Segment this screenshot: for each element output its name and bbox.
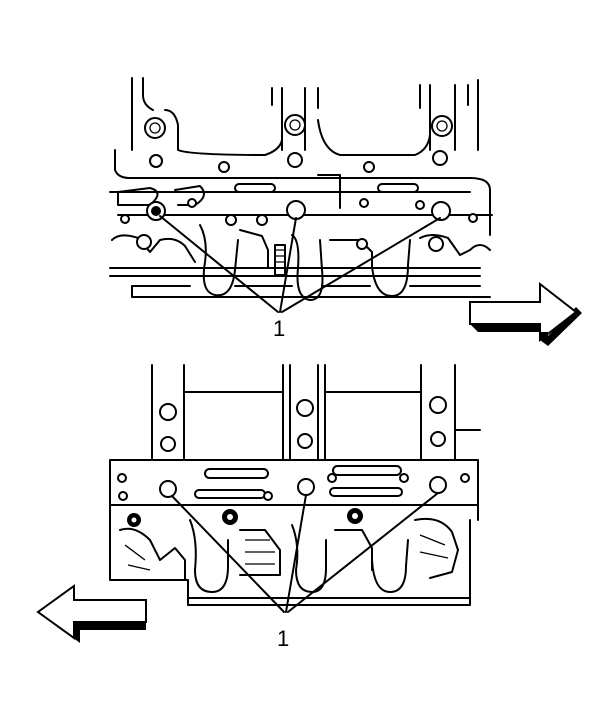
bottom-block-view xyxy=(109,364,481,613)
bottom-callout-label: 1 xyxy=(277,626,289,651)
top-block-view xyxy=(109,77,493,313)
left-arrow-icon xyxy=(36,584,147,643)
top-callout-label: 1 xyxy=(273,316,285,341)
right-arrow-icon xyxy=(469,281,582,346)
